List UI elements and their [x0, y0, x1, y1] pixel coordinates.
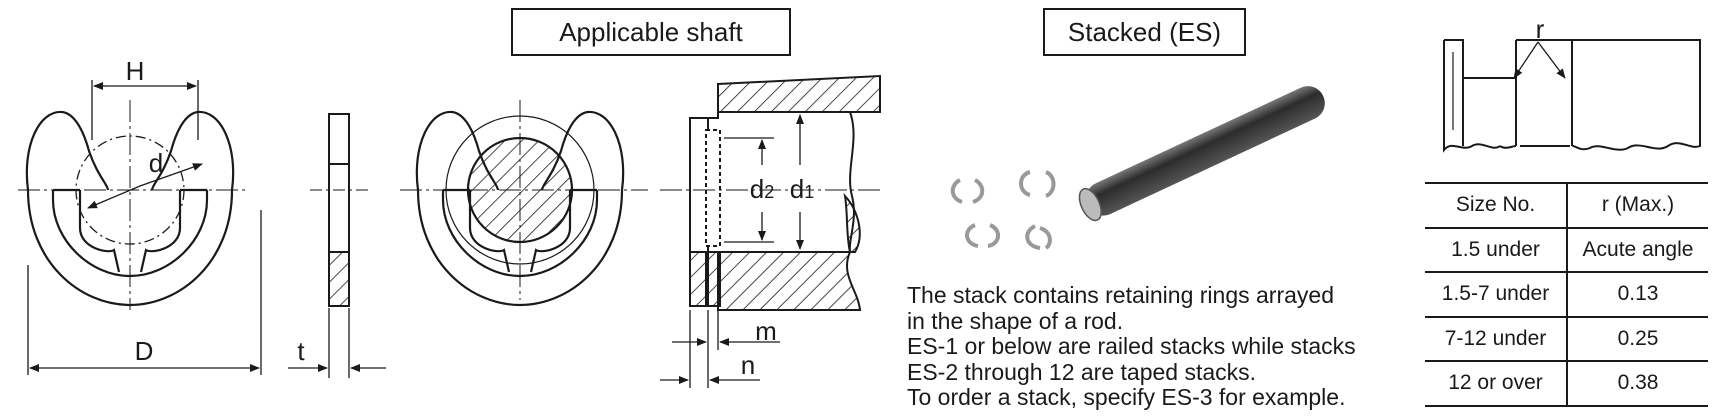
label-D: D [135, 336, 154, 366]
stacked-es-label: Stacked (ES) [1043, 8, 1246, 56]
centerlines-front [18, 100, 248, 310]
stack-description-line: ES-2 through 12 are taped stacks. [907, 358, 1257, 385]
table-header-row: Size No. r (Max.) [1425, 182, 1708, 228]
e-ring-side-view [328, 113, 350, 307]
dimension-t [288, 308, 386, 378]
dimension-d2 [724, 137, 774, 243]
table-cell: 7-12 under [1425, 315, 1568, 361]
dimension-H [91, 80, 199, 140]
table-cell: 0.13 [1567, 271, 1708, 317]
dimension-n [660, 310, 760, 388]
label-t: t [297, 336, 305, 366]
label-d: d [149, 148, 163, 178]
table-cell: 1.5-7 under [1425, 271, 1568, 317]
table-row: 1.5-7 under 0.13 [1425, 271, 1708, 317]
label-H: H [126, 56, 145, 86]
table-cell: 1.5 under [1425, 226, 1568, 272]
header-r-max: r (Max.) [1567, 182, 1708, 228]
dimension-d [87, 163, 203, 209]
loose-retaining-rings [950, 170, 1056, 250]
radius-leaders [1513, 41, 1566, 79]
label-m: m [755, 316, 777, 346]
r-max-table: Size No. r (Max.) 1.5 under Acute angle … [1425, 182, 1708, 407]
label-d1: d1 [790, 174, 814, 204]
stack-description-line: ES-1 or below are railed stacks while st… [907, 333, 1356, 359]
label-r: r [1536, 14, 1545, 44]
centerlines-shaft [400, 100, 648, 300]
stack-description-line: To order a stack, specify ES-3 for examp… [907, 384, 1346, 410]
table-cell: 12 or over [1425, 360, 1568, 407]
stacked-rod-image [950, 86, 1325, 250]
dimension-m [672, 310, 780, 350]
dimension-D [27, 210, 262, 375]
stack-description: The stack contains retaining rings array… [907, 282, 1356, 411]
groove-section-view [689, 74, 881, 311]
applicable-shaft-label: Applicable shaft [511, 8, 791, 56]
table-row: 1.5 under Acute angle [1425, 226, 1708, 272]
table-row: 7-12 under 0.25 [1425, 315, 1708, 361]
table-row: 12 or over 0.38 [1425, 360, 1708, 407]
stack-description-line: in the shape of a rod. [907, 307, 1124, 334]
groove-radius-detail [1443, 39, 1701, 153]
table-cell: Acute angle [1567, 226, 1708, 272]
label-d2: d2 [750, 174, 774, 204]
header-size-no: Size No. [1425, 182, 1568, 228]
e-ring-front-view [25, 110, 235, 307]
table-cell: 0.38 [1567, 360, 1708, 407]
table-cell: 0.25 [1567, 315, 1708, 361]
stack-description-line: The stack contains retaining rings array… [907, 282, 1334, 308]
label-n: n [741, 350, 755, 380]
